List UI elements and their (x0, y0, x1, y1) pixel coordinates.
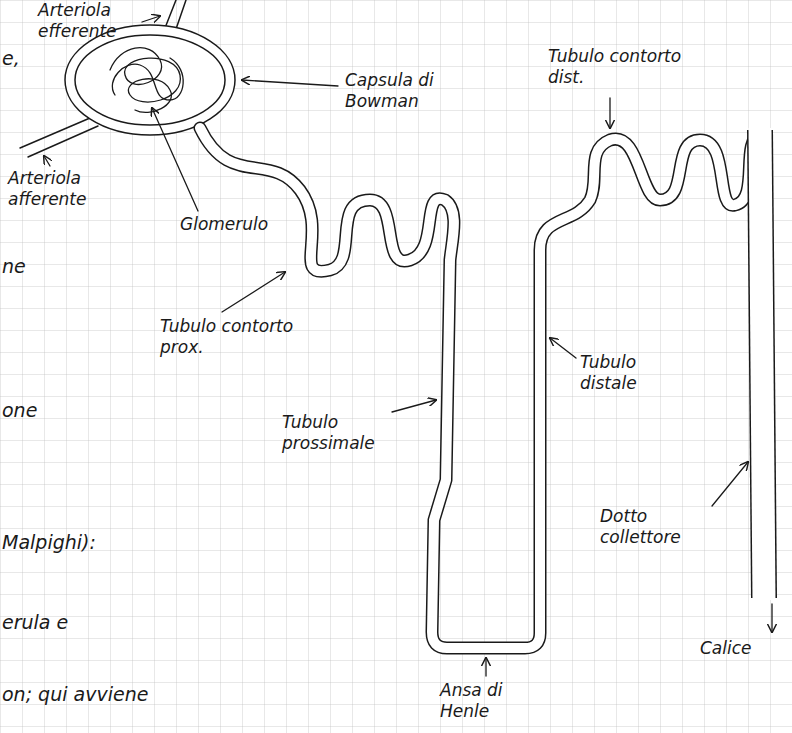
part-label: Dotto collettore (600, 506, 708, 548)
notebook-fragment: one (2, 400, 62, 421)
nephron-drawing (20, 0, 772, 676)
notebook-fragment: ne (2, 256, 62, 277)
part-label: Calice (700, 638, 770, 659)
notebook-fragment: erula e (2, 612, 142, 633)
part-label: Arteriola efferente (38, 0, 140, 42)
part-label: Arteriola afferente (8, 168, 113, 210)
notebook-fragment: e, (2, 48, 62, 69)
part-label: Glomerulo (180, 214, 290, 235)
part-label: Tubulo distale (580, 352, 675, 394)
part-label: Tubulo contorto dist. (548, 46, 698, 88)
notebook-fragment: Malpighi): (2, 532, 142, 553)
part-label: Tubulo contorto prox. (160, 316, 295, 358)
notebook-fragment: on; qui avviene (2, 684, 302, 705)
part-label: Tubulo prossimale (282, 412, 394, 454)
part-label: Ansa di Henle (440, 680, 535, 722)
part-label: Capsula di Bowman (345, 70, 470, 112)
